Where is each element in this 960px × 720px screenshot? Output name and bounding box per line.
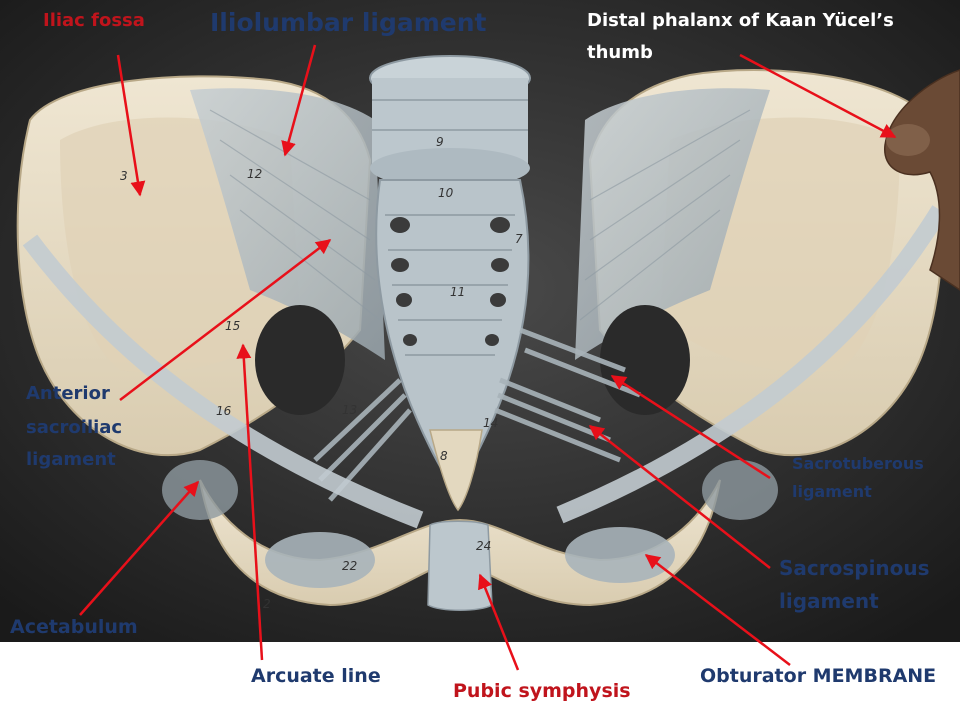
model-mark: 7 <box>515 232 523 246</box>
arrow-thumb <box>739 53 897 139</box>
model-mark: 22 <box>342 559 357 573</box>
label-arcuate-line: Arcuate line <box>251 665 381 687</box>
model-mark: 14 <box>483 416 498 430</box>
model-mark: 24 <box>476 539 491 553</box>
arrow-iliolumbar <box>281 44 317 157</box>
model-mark: 8 <box>440 449 448 463</box>
model-mark: 10 <box>438 186 454 200</box>
label-anterior-sacroiliac-line1: Anterior <box>26 383 110 404</box>
arrow-sacrotuberous <box>610 374 771 480</box>
arrow-obturator <box>644 554 791 666</box>
label-acetabulum: Acetabulum <box>10 616 138 638</box>
label-anterior-sacroiliac-line2: sacroiliac <box>26 417 123 438</box>
model-mark: 13 <box>342 403 357 417</box>
label-sacrotuberous-line1: Sacrotuberous <box>792 454 924 473</box>
arrow-sacrospinous <box>588 425 771 569</box>
arrow-iliac-fossa <box>116 54 146 197</box>
model-mark: 16 <box>216 404 232 418</box>
label-iliolumbar-ligament: Iliolumbar ligament <box>210 8 487 37</box>
label-pubic-symphysis: Pubic symphysis <box>453 680 631 702</box>
model-mark: 3 <box>120 169 128 183</box>
arrow-anterior-sacroiliac <box>119 239 332 401</box>
label-distal-phalanx-line2: thumb <box>587 42 653 63</box>
label-sacrospinous-line1: Sacrospinous <box>779 556 930 580</box>
model-mark: 11 <box>450 285 465 299</box>
model-mark: 9 <box>436 135 444 149</box>
label-sacrotuberous-line2: ligament <box>792 482 872 501</box>
model-mark: 12 <box>247 167 262 181</box>
label-sacrospinous-line2: ligament <box>779 589 879 613</box>
coccyx <box>429 429 483 512</box>
label-distal-phalanx-line1: Distal phalanx of Kaan Yücel’s <box>587 10 894 31</box>
label-obturator-membrane: Obturator MEMBRANE <box>700 665 937 687</box>
model-mark: 2 <box>263 597 271 611</box>
label-iliac-fossa: Iliac fossa <box>43 10 145 31</box>
arrow-arcuate-line <box>236 343 264 661</box>
arrow-pubic-symphysis <box>478 573 520 671</box>
model-mark: 15 <box>225 319 240 333</box>
symphysis-disc <box>427 520 493 611</box>
arrow-acetabulum <box>79 480 199 616</box>
label-anterior-sacroiliac-line3: ligament <box>26 449 116 470</box>
